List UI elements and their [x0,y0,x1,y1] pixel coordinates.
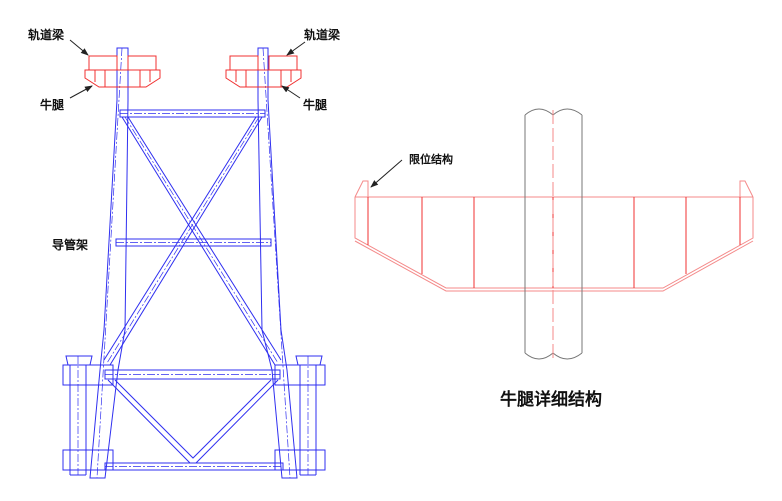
label-corbel-left: 牛腿 [40,98,65,112]
label-limit-structure: 限位结构 [409,153,453,166]
label-rail-beam-left: 轨道梁 [28,28,65,42]
corbel-detail [354,108,754,360]
caption: 牛腿详细结构 [500,390,602,410]
label-jacket: 导管架 [52,238,89,252]
corbel-right [225,55,302,88]
corbel-left [84,55,161,88]
jacket-frame [62,47,326,479]
label-corbel-right: 牛腿 [303,98,328,112]
label-rail-beam-right: 轨道梁 [304,28,341,42]
